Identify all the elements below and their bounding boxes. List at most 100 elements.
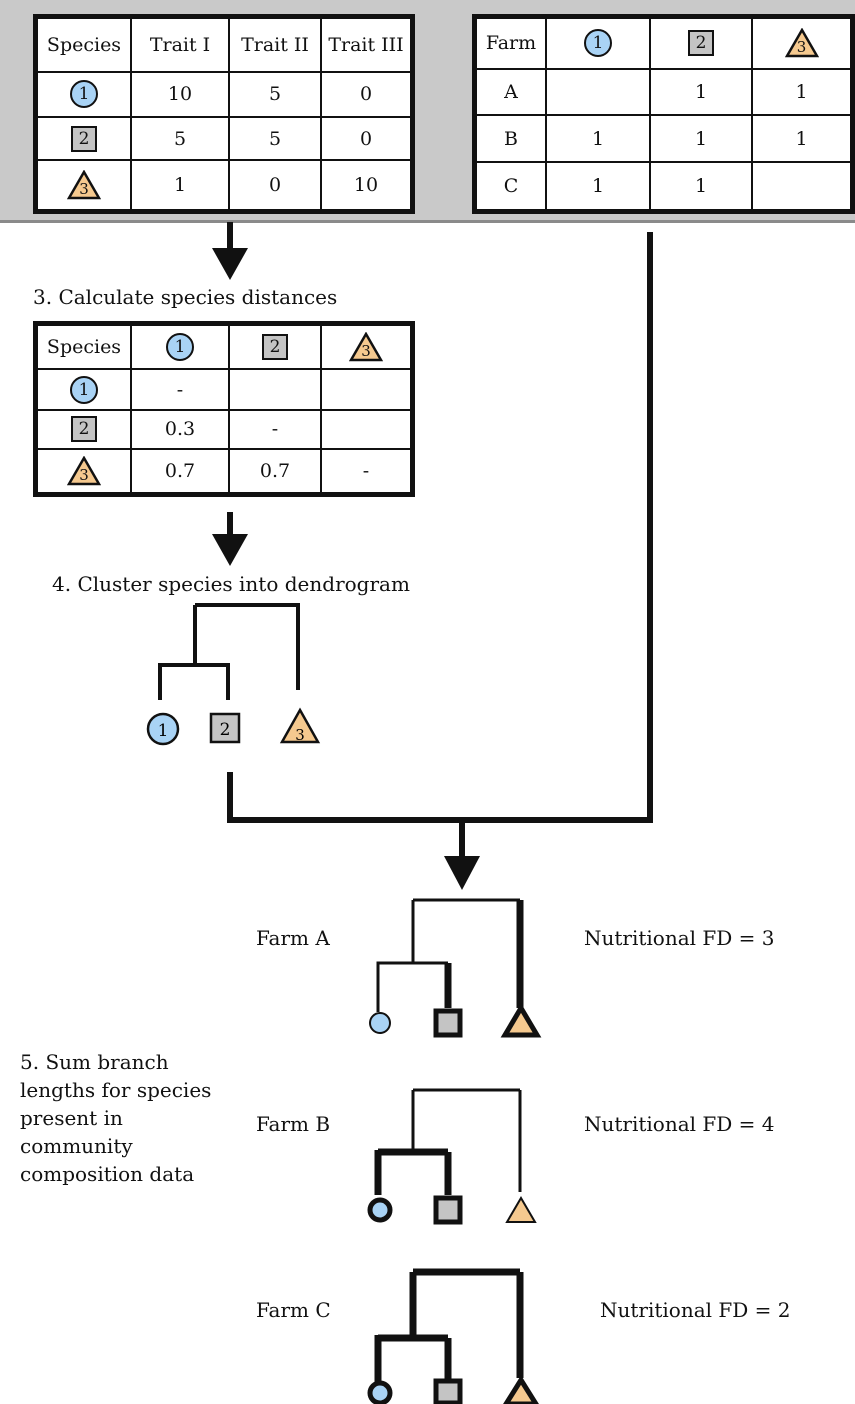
species-1-circle-icon: 1 (70, 80, 98, 109)
trait-table: Species Trait I Trait II Trait III 1 10 … (33, 14, 415, 214)
table-cell: 5 (228, 116, 322, 162)
table-cell (751, 160, 854, 213)
table-cell (228, 368, 322, 412)
table-cell: 1 (649, 114, 753, 163)
table-cell: 5 (130, 116, 230, 162)
species-3-triangle-icon: 3 (67, 455, 101, 486)
step5-title: 5. Sum branch lengths for species presen… (20, 1048, 211, 1188)
step5-line: community (20, 1134, 133, 1158)
farm-b-label: Farm B (256, 1112, 331, 1136)
table-cell: 10 (130, 70, 230, 119)
table-cell: - (130, 368, 230, 412)
table-cell: 1 (130, 159, 230, 213)
leaf-label-3: 3 (295, 726, 305, 744)
table-row: A 1 1 (473, 67, 854, 117)
header-trait-i: Trait I (130, 15, 230, 73)
farm-table: Farm 1 2 3 A 1 1 B 1 1 1 C 1 1 (472, 14, 855, 214)
connector-line (227, 772, 460, 823)
table-row: Species Trait I Trait II Trait III (34, 15, 414, 73)
leaf-label-1: 1 (158, 721, 169, 741)
header-species: Species (34, 322, 132, 371)
table-cell: 5 (228, 70, 322, 119)
species-3-triangle-icon: 3 (784, 28, 819, 58)
step3-title: 3. Calculate species distances (33, 285, 338, 309)
arrow-down-icon (212, 512, 248, 566)
species-3-triangle-icon (279, 707, 321, 744)
table-cell: 1 (751, 67, 854, 117)
table-row: 2 0.3 - (34, 409, 414, 450)
table-row: Species 1 2 3 (34, 322, 414, 371)
table-cell: 0 (320, 116, 414, 162)
table-row: 1 - (34, 368, 414, 412)
species-2-square-icon: 2 (71, 416, 97, 443)
leaf-label-2: 2 (220, 720, 231, 740)
table-cell: 1 (545, 114, 651, 163)
farm-name: A (473, 67, 547, 117)
table-cell: 1 (649, 160, 753, 213)
farm-name: B (473, 114, 547, 163)
species-1-circle-icon (146, 712, 180, 746)
table-cell: - (228, 409, 322, 450)
table-row: 1 10 5 0 (34, 70, 414, 119)
table-cell: 1 (545, 160, 651, 213)
farm-c-label: Farm C (256, 1298, 331, 1322)
farm-a-fd: Nutritional FD = 3 (584, 926, 775, 950)
table-cell: 1 (649, 67, 753, 117)
distance-table: Species 1 2 3 1 - 2 0.3 - 3 0.7 0.7 - (33, 321, 415, 497)
table-cell (320, 368, 414, 412)
table-row: 3 0.7 0.7 - (34, 447, 414, 496)
species-2-square-icon: 2 (688, 30, 714, 57)
header-farm: Farm (473, 15, 547, 70)
table-cell: 0.7 (130, 447, 230, 496)
species-1-circle-icon (367, 1197, 393, 1223)
farm-c-fd: Nutritional FD = 2 (600, 1298, 791, 1322)
species-2-square-icon (433, 1008, 463, 1038)
farm-b-dendrogram (374, 1088, 522, 1195)
table-cell (545, 67, 651, 117)
table-row: Farm 1 2 3 (473, 15, 854, 70)
species-1-circle-icon (367, 1380, 393, 1404)
step5-line: composition data (20, 1162, 195, 1186)
table-row: 2 5 5 0 (34, 116, 414, 162)
step5-line: lengths for species (20, 1078, 212, 1102)
species-3-triangle-icon (503, 1375, 539, 1404)
table-row: B 1 1 1 (473, 114, 854, 163)
species-1-circle-icon: 1 (584, 29, 612, 58)
table-cell: 0.3 (130, 409, 230, 450)
farm-c-dendrogram (374, 1268, 524, 1382)
step5-line: 5. Sum branch (20, 1050, 169, 1074)
table-cell (320, 409, 414, 450)
table-row: C 1 1 (473, 160, 854, 213)
step4-dendrogram (158, 603, 300, 700)
step4-title: 4. Cluster species into dendrogram (52, 572, 410, 596)
table-cell: 10 (320, 159, 414, 213)
arrow-down-icon (444, 820, 480, 890)
species-1-circle-icon: 1 (70, 375, 98, 404)
header-trait-iii: Trait III (320, 15, 414, 73)
species-2-square-icon (433, 1378, 463, 1404)
species-2-square-icon: 2 (262, 334, 288, 361)
species-3-triangle-icon: 3 (67, 170, 101, 200)
table-cell: 0 (228, 159, 322, 213)
table-cell: 1 (751, 114, 854, 163)
table-cell: - (320, 447, 414, 496)
connector-line (460, 232, 653, 823)
species-3-triangle-icon: 3 (349, 332, 383, 362)
species-3-triangle-icon (500, 1003, 542, 1038)
species-2-square-icon: 2 (71, 125, 97, 152)
arrow-down-icon (212, 222, 248, 280)
species-2-square-icon (433, 1195, 463, 1225)
table-row: 3 1 0 10 (34, 159, 414, 213)
table-cell: 0 (320, 70, 414, 119)
farm-b-fd: Nutritional FD = 4 (584, 1112, 775, 1136)
step5-line: present in (20, 1106, 123, 1130)
header-species: Species (34, 15, 132, 73)
farm-a-dendrogram (376, 898, 524, 1012)
table-cell: 0.7 (228, 447, 322, 496)
species-1-circle-icon (369, 1012, 391, 1034)
farm-name: C (473, 160, 547, 213)
species-2-square-icon (209, 712, 241, 744)
farm-a-label: Farm A (256, 926, 330, 950)
species-3-triangle-icon (505, 1196, 537, 1223)
